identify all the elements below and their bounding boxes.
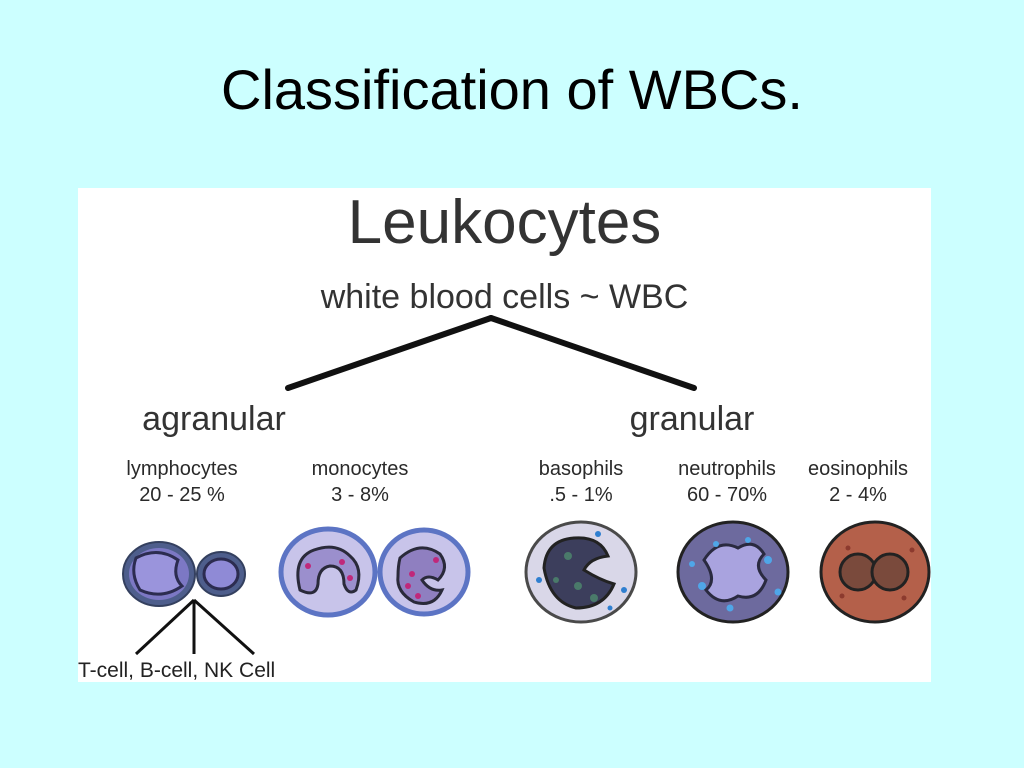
cell-percent: .5 - 1% <box>549 484 613 506</box>
cell-percent: 3 - 8% <box>331 484 389 506</box>
diagram-heading: Leukocytes <box>347 188 662 257</box>
basophil-cell <box>524 520 638 624</box>
lymphocyte-type-pointers <box>134 598 256 656</box>
lymphocyte-small-cell <box>196 551 246 597</box>
cell-label-neutrophils: neutrophils 60 - 70% <box>652 456 802 508</box>
cell-percent: 20 - 25 % <box>139 484 225 506</box>
branch-label-agranular: agranular <box>142 400 286 438</box>
branch-label-granular: granular <box>629 400 755 438</box>
diagram-subheading: white blood cells ~ WBC <box>320 278 689 316</box>
neutrophil-cell <box>676 520 790 624</box>
diagram-graphics <box>122 315 931 656</box>
leukocyte-diagram: Leukocytes white blood cells ~ WBC agran… <box>78 188 931 682</box>
slide-title: Classification of WBCs. <box>221 58 803 121</box>
cell-label-monocytes: monocytes 3 - 8% <box>285 456 435 508</box>
lymphocyte-types-label: T-cell, B-cell, NK Cell <box>78 659 276 682</box>
cell-percent: 60 - 70% <box>686 484 768 506</box>
cell-label-lymphocytes: lymphocytes 20 - 25 % <box>107 456 257 508</box>
cell-name: monocytes <box>311 458 409 480</box>
cell-name: basophils <box>538 458 624 480</box>
lymphocyte-large-cell <box>122 541 196 607</box>
monocyte-cell-1 <box>278 526 378 618</box>
cell-label-eosinophils: eosinophils 2 - 4% <box>783 456 933 508</box>
eosinophil-cell <box>819 520 931 624</box>
cell-name: lymphocytes <box>126 458 238 480</box>
cell-name: neutrophils <box>678 458 776 480</box>
cell-label-basophils: basophils .5 - 1% <box>506 456 656 508</box>
branch-line-agranular <box>285 315 494 391</box>
monocyte-cell-2 <box>377 527 471 617</box>
branch-line-granular <box>488 315 697 391</box>
cell-name: eosinophils <box>807 458 909 480</box>
cell-percent: 2 - 4% <box>829 484 887 506</box>
